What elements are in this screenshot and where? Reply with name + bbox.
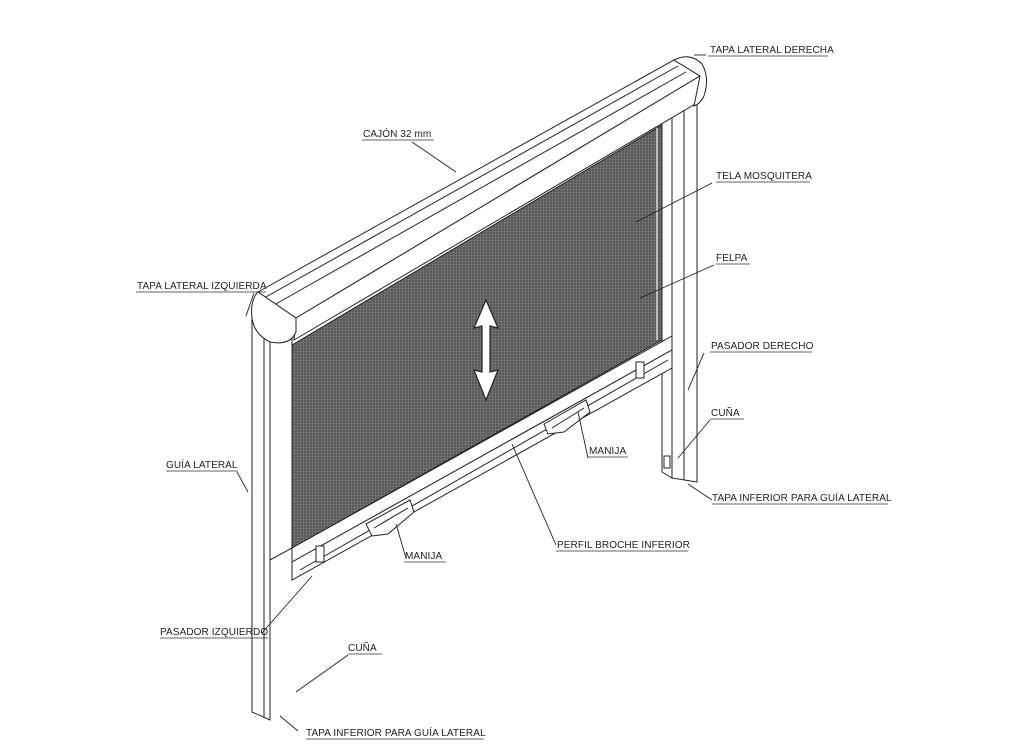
label-guia-lateral: GUÍA LATERAL bbox=[166, 458, 238, 471]
leader-lines bbox=[236, 54, 715, 732]
label-tela-mosquitera: TELA MOSQUITERA bbox=[716, 171, 812, 182]
left-end-cap bbox=[251, 291, 297, 344]
label-tapa-inferior-izquierda: TAPA INFERIOR PARA GUÍA LATERAL bbox=[306, 726, 486, 739]
left-handle bbox=[365, 499, 415, 537]
label-cuna-derecha: CUÑA bbox=[711, 406, 740, 419]
label-manija-izquierda: MANIJA bbox=[405, 551, 442, 562]
label-tapa-lateral-derecha: TAPA LATERAL DERECHA bbox=[710, 45, 834, 56]
label-pasador-izquierdo: PASADOR IZQUIERDO bbox=[160, 627, 268, 638]
label-tapa-inferior-derecha: TAPA INFERIOR PARA GUÍA LATERAL bbox=[712, 491, 892, 504]
label-felpa: FELPA bbox=[716, 253, 748, 264]
right-guide-wedge bbox=[663, 455, 671, 469]
double-arrow-icon bbox=[472, 298, 500, 402]
right-guide bbox=[661, 95, 698, 483]
label-perfil-broche-inferior: PERFIL BROCHE INFERIOR bbox=[557, 540, 690, 551]
right-end-cap bbox=[672, 56, 708, 107]
label-cuna-izquierda: CUÑA bbox=[348, 641, 377, 654]
left-pin bbox=[315, 545, 325, 563]
label-tapa-lateral-izquierda: TAPA LATERAL IZQUIERDA bbox=[137, 281, 267, 292]
right-pin bbox=[635, 361, 645, 379]
right-handle bbox=[543, 399, 591, 435]
left-guide bbox=[251, 304, 293, 721]
label-underlines bbox=[136, 55, 888, 740]
label-pasador-derecho: PASADOR DERECHO bbox=[711, 341, 814, 352]
label-manija-derecha: MANIJA bbox=[589, 446, 626, 457]
label-cajon: CAJÓN 32 mm bbox=[363, 127, 431, 140]
